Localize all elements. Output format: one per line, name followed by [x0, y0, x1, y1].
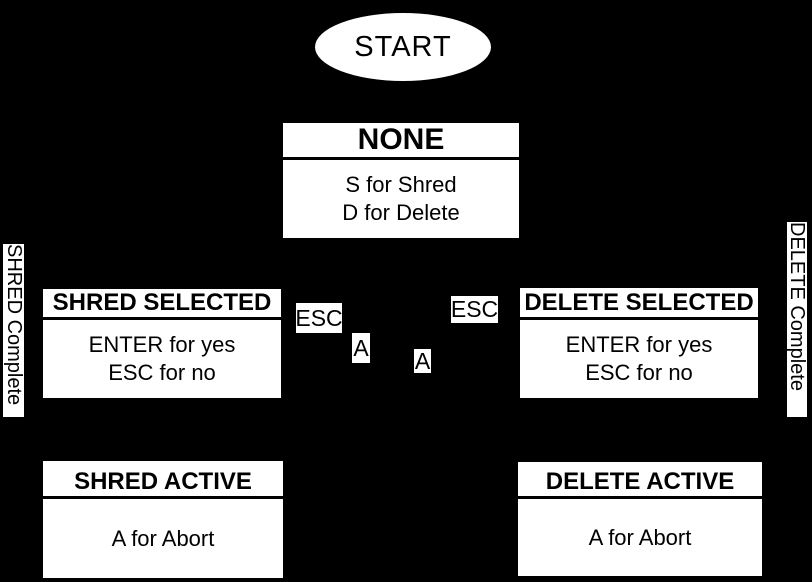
state-delete-active: DELETE ACTIVE A for Abort — [518, 462, 762, 576]
side-label-shred-complete: SHRED Complete — [3, 244, 24, 417]
side-label-delete-complete: DELETE Complete — [787, 222, 807, 417]
state-shred-active-title: SHRED ACTIVE — [43, 461, 283, 499]
state-body-line: ENTER for yes — [88, 332, 236, 357]
state-body-line: D for Delete — [342, 200, 460, 225]
edge-label-esc-right: ESC — [451, 296, 498, 323]
state-none: NONE S for Shred D for Delete — [283, 123, 519, 238]
state-shred-active-body: A for Abort — [43, 499, 283, 578]
state-body-line: ESC for no — [108, 360, 216, 385]
state-body-line: ESC for no — [585, 360, 693, 385]
state-none-body: S for Shred D for Delete — [283, 160, 519, 238]
state-delete-selected: DELETE SELECTED ENTER for yes ESC for no — [520, 288, 758, 398]
state-delete-active-title: DELETE ACTIVE — [518, 462, 762, 499]
state-delete-selected-body: ENTER for yes ESC for no — [520, 320, 758, 398]
state-body-line: A for Abort — [111, 525, 215, 551]
state-body-line: ENTER for yes — [565, 332, 713, 357]
edge-label-a-right: A — [414, 349, 431, 373]
state-body-line: A for Abort — [588, 524, 692, 550]
start-node-label: START — [354, 30, 452, 63]
edge-label-a-left: A — [352, 333, 370, 363]
state-shred-selected-body: ENTER for yes ESC for no — [43, 320, 281, 398]
state-none-title: NONE — [283, 123, 519, 160]
state-delete-selected-title: DELETE SELECTED — [520, 288, 758, 320]
state-shred-selected: SHRED SELECTED ENTER for yes ESC for no — [43, 289, 281, 398]
state-shred-active: SHRED ACTIVE A for Abort — [43, 461, 283, 578]
state-body-line: S for Shred — [345, 172, 457, 197]
state-delete-active-body: A for Abort — [518, 499, 762, 576]
state-shred-selected-title: SHRED SELECTED — [43, 289, 281, 320]
edge-label-esc-left: ESC — [296, 303, 342, 333]
start-node: START — [315, 13, 491, 81]
